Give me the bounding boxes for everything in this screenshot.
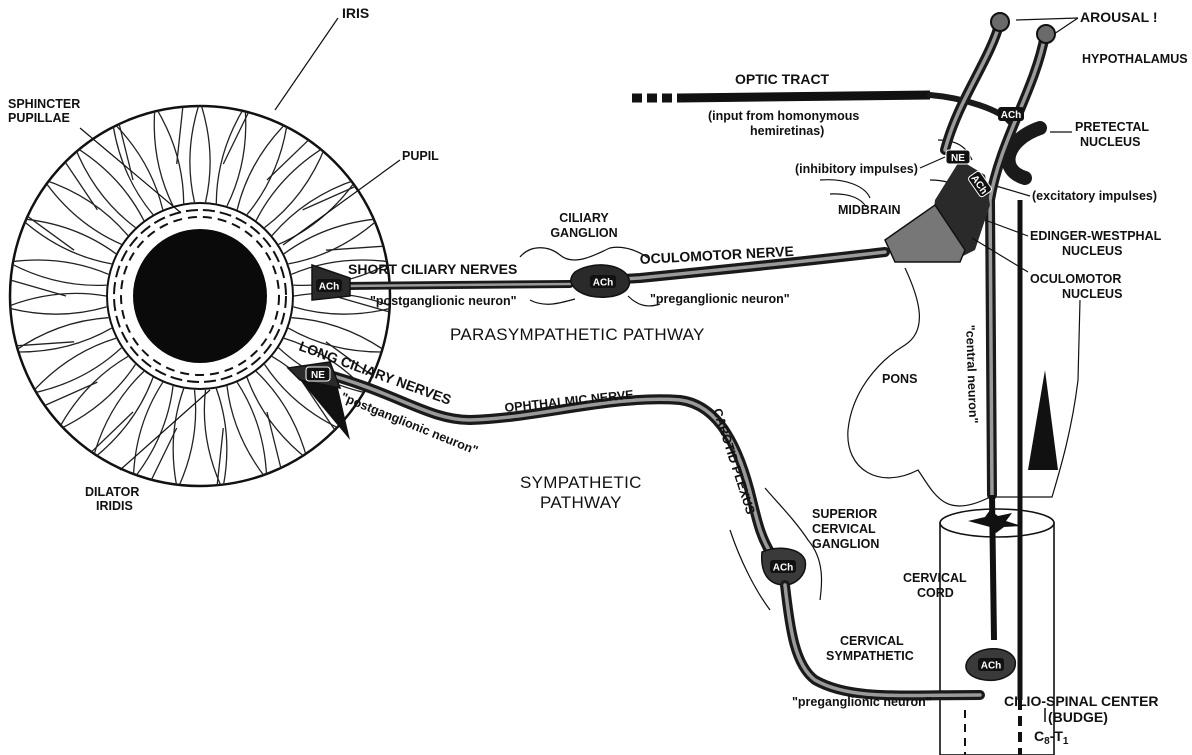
label-budge: (BUDGE) xyxy=(1048,709,1108,725)
label-iris: IRIS xyxy=(342,5,369,21)
ach-tag-pretectal: ACh xyxy=(998,107,1024,121)
label-edinger-westphal-2: NUCLEUS xyxy=(1062,244,1122,258)
label-oculomotor-nucleus-2: NUCLEUS xyxy=(1062,287,1122,301)
ach-tag-ciliary-ganglion: ACh xyxy=(590,275,616,289)
svg-text:ACh: ACh xyxy=(593,278,614,289)
ganglion-bracket-top xyxy=(520,247,648,260)
label-cervical-sympathetic-2: SYMPATHETIC xyxy=(826,649,914,663)
ach-tag-short-ciliary: ACh xyxy=(316,279,342,293)
label-sympathetic-pathway-2: PATHWAY xyxy=(540,493,622,512)
label-cervical-cord-1: CERVICAL xyxy=(903,571,967,585)
descending-tract-wedge xyxy=(1028,370,1058,470)
label-ciliary-ganglion-2: GANGLION xyxy=(550,226,617,240)
central-neuron-cord xyxy=(992,495,994,640)
label-ciliary-ganglion-1: CILIARY xyxy=(559,211,609,225)
label-sphincter-pupillae-2: PUPILLAE xyxy=(8,111,70,125)
arousal-cell-2 xyxy=(1037,25,1055,43)
label-short-ciliary-nerves: SHORT CILIARY NERVES xyxy=(348,261,517,277)
label-optic-input-1: (input from homonymous xyxy=(708,109,859,123)
spinal-cord xyxy=(940,509,1054,755)
svg-text:ACh: ACh xyxy=(773,563,794,574)
label-arousal: AROUSAL ! xyxy=(1080,9,1158,25)
label-superior-cervical-ganglion-1: SUPERIOR xyxy=(812,507,877,521)
ach-tag-superior-cervical: ACh xyxy=(770,560,796,574)
label-superior-cervical-ganglion-2: CERVICAL xyxy=(812,522,876,536)
label-optic-tract: OPTIC TRACT xyxy=(735,71,830,87)
ne-tag-long-ciliary: NE xyxy=(306,367,330,381)
label-preganglionic-para: "preganglionic neuron" xyxy=(650,292,790,306)
label-excitatory-impulses: (excitatory impulses) xyxy=(1032,189,1157,203)
cervical-cord-cylinder xyxy=(940,523,1054,755)
label-cilio-spinal-center: CILIO-SPINAL CENTER xyxy=(1004,693,1159,709)
arousal-cell-1 xyxy=(991,13,1009,31)
label-dilator-iridis-1: DILATOR xyxy=(85,485,139,499)
label-inhibitory-impulses: (inhibitory impulses) xyxy=(795,162,918,176)
ach-tag-cilio-spinal: ACh xyxy=(978,658,1004,672)
label-preganglionic-symp: "preganglionic neuron" xyxy=(792,695,932,709)
label-dilator-iridis-2: IRIDIS xyxy=(96,499,133,513)
label-hypothalamus: HYPOTHALAMUS xyxy=(1082,52,1188,66)
label-oculomotor-nucleus-1: OCULOMOTOR xyxy=(1030,272,1121,286)
label-central-neuron: "central neuron" xyxy=(963,325,980,424)
svg-text:NE: NE xyxy=(311,370,325,381)
label-parasympathetic-pathway: PARASYMPATHETIC PATHWAY xyxy=(450,325,705,344)
label-cervical-sympathetic-1: CERVICAL xyxy=(840,634,904,648)
label-pretectal-nucleus-2: NUCLEUS xyxy=(1080,135,1140,149)
svg-text:ACh: ACh xyxy=(981,661,1002,672)
label-midbrain: MIDBRAIN xyxy=(838,203,901,217)
ne-tag-inhibitory: NE xyxy=(946,150,970,164)
label-pretectal-nucleus-1: PRETECTAL xyxy=(1075,120,1149,134)
label-sympathetic-pathway-1: SYMPATHETIC xyxy=(520,473,642,492)
svg-text:ACh: ACh xyxy=(319,282,340,293)
label-carotid-plexus: CAROTID PLEXUS xyxy=(710,407,757,516)
label-postganglionic-para: "postganglionic neuron" xyxy=(370,294,517,308)
svg-text:ACh: ACh xyxy=(1001,110,1022,121)
label-edinger-westphal-1: EDINGER-WESTPHAL xyxy=(1030,229,1162,243)
pupil xyxy=(133,229,267,363)
label-sphincter-pupillae-1: SPHINCTER xyxy=(8,97,80,111)
label-pons: PONS xyxy=(882,372,917,386)
label-pupil: PUPIL xyxy=(402,149,439,163)
optic-tract xyxy=(680,95,930,98)
label-cervical-cord-2: CORD xyxy=(917,586,954,600)
label-superior-cervical-ganglion-3: GANGLION xyxy=(812,537,879,551)
label-optic-input-2: hemiretinas) xyxy=(750,124,824,138)
svg-text:NE: NE xyxy=(951,153,965,164)
